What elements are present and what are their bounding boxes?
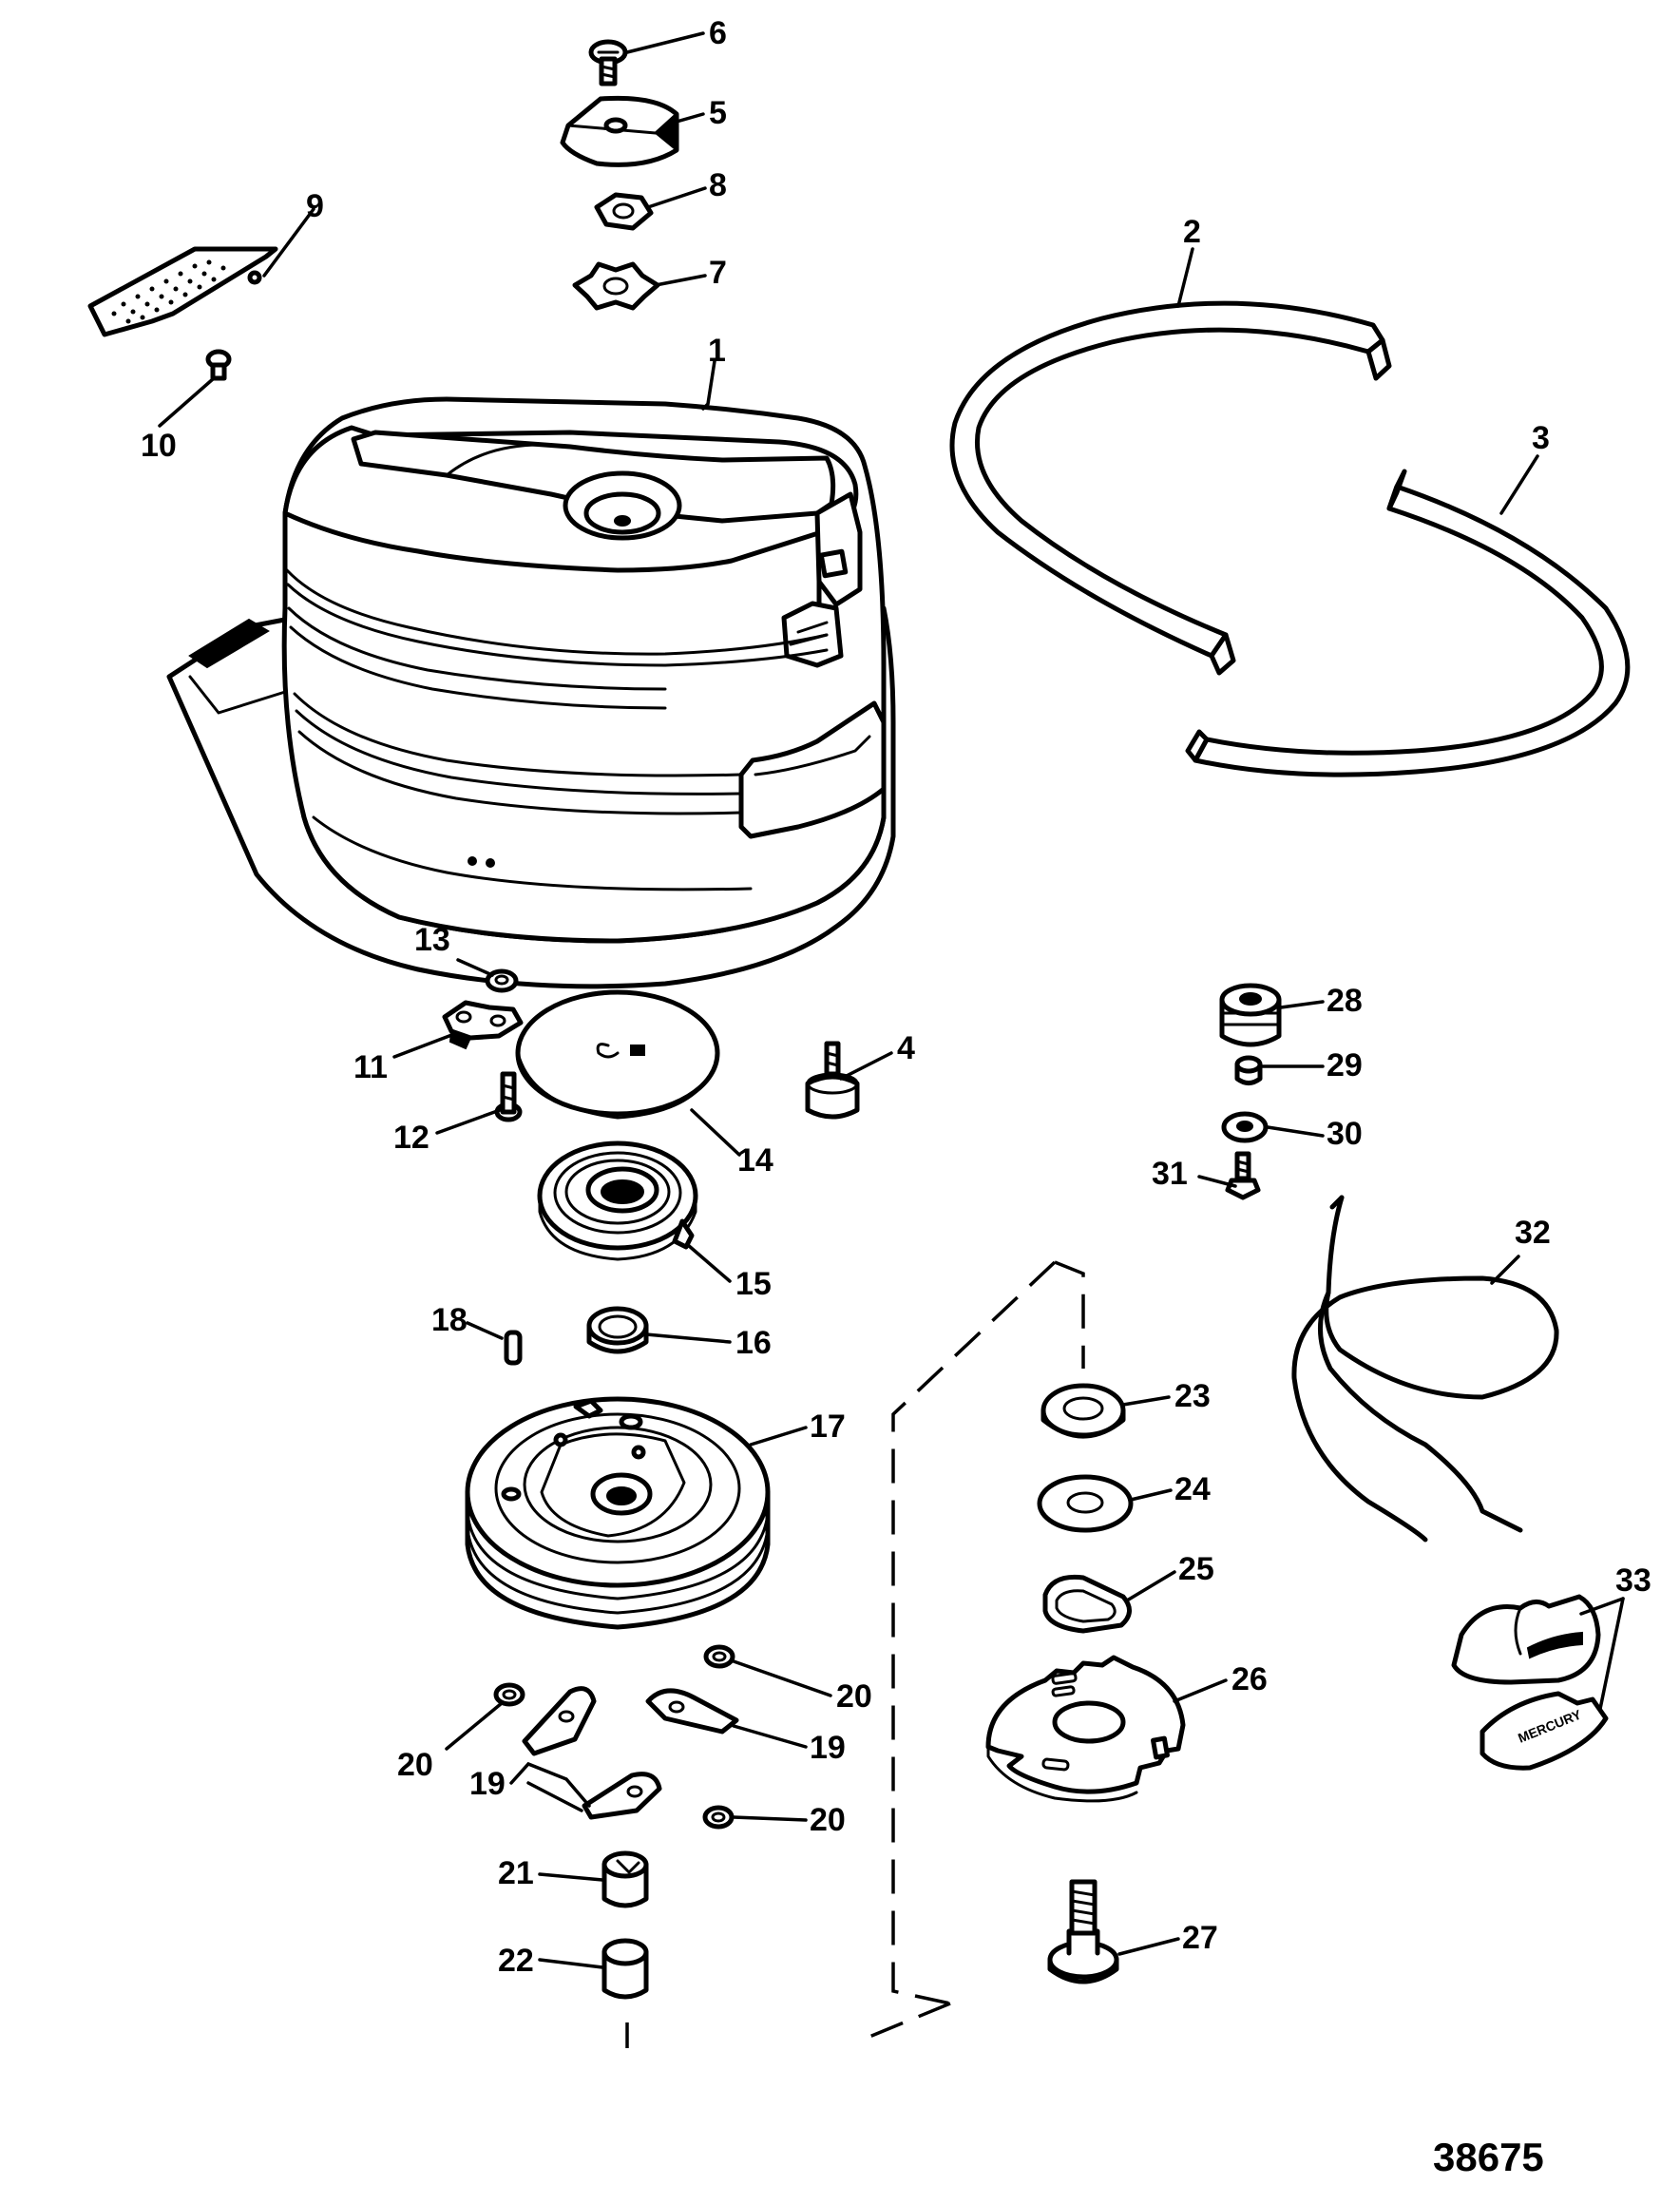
part-33-handle-insert: MERCURY: [1480, 1691, 1609, 1771]
part-24-washer: [1037, 1474, 1134, 1533]
assembly-bracket: [625, 1260, 1085, 2048]
callout-19-b: 19: [810, 1730, 846, 1766]
callout-23: 23: [1174, 1378, 1211, 1414]
callout-10: 10: [141, 428, 177, 464]
callout-22: 22: [498, 1943, 534, 1979]
part-12-screw: [494, 1071, 523, 1122]
part-8-nut: [594, 192, 654, 231]
part-16-bushing: [586, 1306, 649, 1354]
part-7-star-washer: [572, 261, 660, 311]
callout-5: 5: [709, 95, 727, 131]
callout-26: 26: [1231, 1661, 1268, 1697]
callout-2: 2: [1183, 214, 1201, 250]
part-15-recoil-spring: [537, 1140, 698, 1261]
callout-9: 9: [306, 188, 324, 224]
part-32-starter-rope: [1291, 1195, 1559, 1543]
part-13-nut: [485, 968, 519, 993]
part-23-washer: [1040, 1383, 1126, 1439]
part-10-screw: [205, 349, 232, 381]
part-20-nut-c: [702, 1805, 735, 1830]
callout-20-a: 20: [836, 1678, 872, 1715]
part-14-cover-plate: [515, 989, 720, 1120]
part-21-sleeve: [601, 1850, 649, 1908]
callout-20-c: 20: [810, 1802, 846, 1838]
part-9-step-plate: [87, 246, 278, 337]
part-17-pulley: [465, 1396, 771, 1630]
callout-3: 3: [1532, 420, 1550, 456]
callout-30: 30: [1327, 1116, 1363, 1152]
leader-lines: [158, 31, 1625, 1969]
callout-27: 27: [1182, 1920, 1218, 1956]
callout-29: 29: [1327, 1047, 1363, 1083]
part-2-seal: [949, 300, 1392, 676]
part-3-seal: [1185, 469, 1631, 777]
part-25-spring-clip: [1042, 1574, 1132, 1634]
part-27-stud: [1047, 1879, 1119, 1984]
callout-6: 6: [709, 15, 727, 51]
callout-7: 7: [709, 255, 727, 291]
part-18-pin: [504, 1330, 523, 1366]
part-31-screw: [1225, 1151, 1261, 1200]
part-29-spacer: [1234, 1055, 1263, 1085]
part-33-starter-handle: [1451, 1594, 1601, 1685]
part-28-grommet: [1219, 983, 1282, 1047]
part-30-washer: [1221, 1111, 1269, 1143]
part-20-nut-a: [703, 1644, 735, 1669]
part-5-block: [560, 95, 679, 167]
part-26-cam-plate: [985, 1655, 1186, 1803]
callout-11: 11: [353, 1049, 388, 1085]
callout-17: 17: [810, 1409, 846, 1445]
callout-18: 18: [431, 1302, 468, 1338]
part-22-bushing: [601, 1938, 649, 2000]
callout-24: 24: [1174, 1471, 1211, 1507]
callout-15: 15: [735, 1266, 772, 1302]
callout-31: 31: [1152, 1156, 1188, 1192]
part-19-pawl-a: [522, 1686, 597, 1756]
part-20-nut-b: [493, 1682, 525, 1707]
part-6-screw: [588, 39, 628, 86]
callout-labels: 6 5 8 7 9 10 1 2 3 13 11 12 14 4 15 18 1…: [141, 15, 1651, 1979]
callout-28: 28: [1327, 983, 1363, 1019]
callout-33: 33: [1615, 1562, 1651, 1599]
part-4-bumper: [805, 1041, 860, 1120]
callout-20-b: 20: [397, 1747, 433, 1783]
callout-8: 8: [709, 167, 727, 203]
callout-25: 25: [1178, 1551, 1214, 1587]
part-19-pawl-c: [582, 1772, 662, 1820]
callout-32: 32: [1515, 1215, 1551, 1251]
part-19-pawl-b: [645, 1688, 739, 1735]
callout-19-a: 19: [469, 1766, 506, 1802]
figure-number: 38675: [1433, 2135, 1544, 2179]
part-1-cowl: [166, 396, 896, 989]
callout-4: 4: [897, 1030, 915, 1066]
callout-13: 13: [414, 922, 450, 958]
callout-16: 16: [735, 1325, 772, 1361]
callout-1: 1: [708, 333, 726, 369]
part-11-bracket: [442, 1000, 524, 1050]
callout-12: 12: [393, 1120, 430, 1156]
callout-21: 21: [498, 1855, 534, 1891]
callout-14: 14: [737, 1142, 773, 1179]
